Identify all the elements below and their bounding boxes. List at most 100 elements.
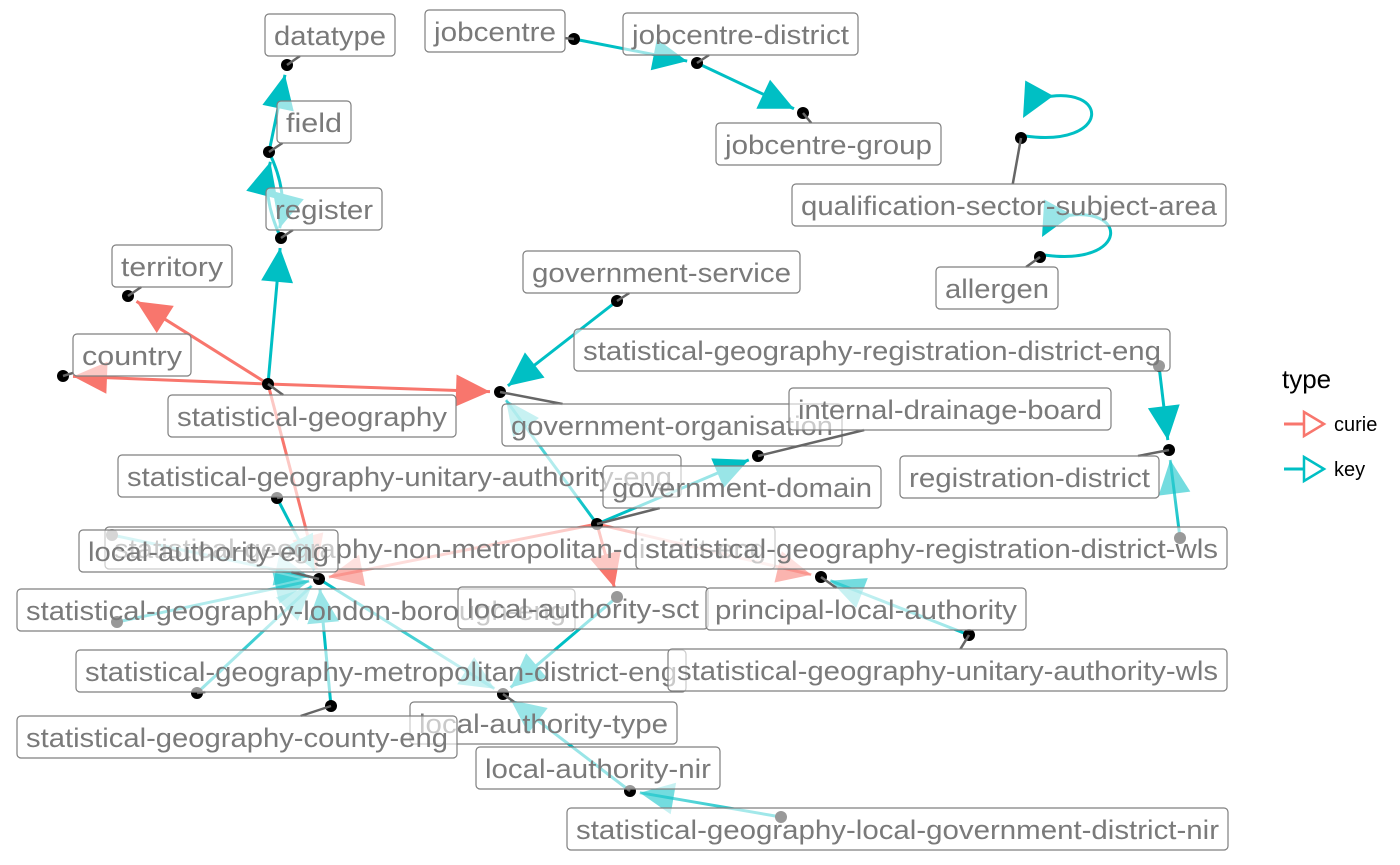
label-box xyxy=(622,12,859,56)
label-local-authority-nir: local-authority-nir xyxy=(475,746,721,790)
edge-statistical-geography-registration-district-wls-to-registration-district xyxy=(1158,459,1191,539)
label-text: principal-local-authority xyxy=(715,595,1018,625)
label-leader xyxy=(802,112,813,124)
label-register: register xyxy=(265,187,383,231)
label-statistical-geography-registration-district-wls: statistical-geography-registration-distr… xyxy=(635,526,1228,570)
legend-title: type xyxy=(1282,364,1331,394)
label-text: statistical-geography-metropolitan-distr… xyxy=(85,657,677,687)
label-box xyxy=(264,13,396,57)
label-box xyxy=(78,529,339,573)
label-box xyxy=(788,387,1112,431)
label-text: statistical-geography-registration-distr… xyxy=(645,534,1218,564)
legend-key-arrow xyxy=(1302,409,1327,439)
label-text: statistical-geography-county-eng xyxy=(26,723,448,753)
label-box xyxy=(475,746,721,790)
label-text: datatype xyxy=(274,21,386,51)
label-text: statistical-geography-local-government-d… xyxy=(576,815,1219,845)
label-leader xyxy=(1137,448,1170,458)
label-box xyxy=(602,465,882,509)
label-leader xyxy=(757,428,865,458)
label-field: field xyxy=(276,100,352,144)
legend-key-arrow xyxy=(1302,454,1327,484)
label-box xyxy=(424,9,566,53)
label-layer: datatype field register jobcentre jobcentre-… xyxy=(16,9,1229,851)
label-box xyxy=(791,183,1227,227)
edge-statistical-geography-to-register xyxy=(261,247,294,385)
label-internal-drainage-board: internal-drainage-board xyxy=(788,387,1112,431)
label-leader xyxy=(280,228,294,240)
label-leader xyxy=(696,53,710,65)
label-statistical-geography-unitary-authority-eng: statistical-geography-unitary-authority-… xyxy=(117,454,682,498)
edge-statistical-geography-to-territory xyxy=(135,300,269,386)
label-text: qualification-sector-subject-area xyxy=(801,191,1218,221)
label-text: country xyxy=(82,341,183,371)
label-text: jobcentre-district xyxy=(631,20,850,50)
label-text: register xyxy=(275,195,373,225)
label-statistical-geography-registration-district-eng: statistical-geography-registration-distr… xyxy=(573,328,1171,372)
label-country: country xyxy=(72,333,192,377)
label-leader xyxy=(820,575,838,590)
label-leader xyxy=(300,704,332,718)
label-jobcentre: jobcentre xyxy=(424,9,566,53)
edge-jobcentre-district-to-jobcentre-group xyxy=(696,61,795,111)
label-text: registration-district xyxy=(909,463,1151,493)
label-datatype: datatype xyxy=(264,13,396,57)
arrow-head xyxy=(455,374,491,407)
label-text: statistical-geography-registration-distr… xyxy=(583,336,1161,366)
label-leader xyxy=(959,634,971,650)
label-text: government-service xyxy=(532,258,791,288)
legend-item-key: key xyxy=(1284,454,1365,484)
label-government-organisation: government-organisation xyxy=(501,403,843,447)
label-leader xyxy=(616,291,630,303)
label-local-authority-sct: local-authority-sct xyxy=(457,586,709,630)
label-text: jobcentre xyxy=(433,17,556,47)
label-statistical-geography-local-government-district-nir: statistical-geography-local-government-d… xyxy=(566,807,1229,851)
legend-item-label: curie xyxy=(1334,414,1377,436)
label-text: local-authority-nir xyxy=(485,754,711,784)
label-leader xyxy=(564,36,575,41)
label-text: territory xyxy=(121,252,224,282)
label-box xyxy=(276,100,352,144)
label-leader xyxy=(1011,137,1023,185)
label-text: government-organisation xyxy=(511,411,833,441)
label-leader xyxy=(62,371,74,378)
label-government-service: government-service xyxy=(522,250,801,294)
label-local-authority-eng: local-authority-eng xyxy=(78,529,339,573)
label-box xyxy=(705,587,1027,631)
label-box xyxy=(573,328,1171,372)
legend-items: curie key xyxy=(1284,409,1377,484)
label-box xyxy=(16,715,458,759)
label-leader xyxy=(286,54,301,67)
label-jobcentre-group: jobcentre-group xyxy=(715,122,942,166)
label-box xyxy=(899,455,1160,499)
label-text: internal-drainage-board xyxy=(798,395,1102,425)
label-box xyxy=(72,333,192,377)
label-leader xyxy=(291,570,320,581)
label-text: statistical-geography-unitary-authority-… xyxy=(127,462,672,492)
label-leader xyxy=(127,285,142,298)
label-text: statistical-geography-unitary-authority-… xyxy=(677,656,1218,686)
edge-government-service-to-government-organisation xyxy=(506,299,618,388)
label-leader xyxy=(1025,255,1041,269)
label-text: statistical-geography xyxy=(177,402,448,432)
arrow-head xyxy=(1158,459,1191,496)
legend-item-label: key xyxy=(1334,459,1365,481)
label-box xyxy=(522,250,801,294)
label-jobcentre-district: jobcentre-district xyxy=(622,12,859,56)
arrow-head xyxy=(756,79,794,109)
label-box xyxy=(715,122,942,166)
legend: type curie key xyxy=(1282,364,1377,484)
label-statistical-geography-unitary-authority-wls: statistical-geography-unitary-authority-… xyxy=(667,648,1228,692)
arrow-head xyxy=(261,247,294,284)
label-leader xyxy=(268,141,284,154)
label-leader xyxy=(499,390,563,406)
label-text: government-domain xyxy=(612,473,872,503)
label-box xyxy=(635,526,1228,570)
label-box xyxy=(935,266,1059,310)
edge-statistical-geography-to-government-organisation xyxy=(267,374,491,407)
edge-loop xyxy=(1024,94,1094,139)
label-leader xyxy=(267,382,284,397)
label-statistical-geography-county-eng: statistical-geography-county-eng xyxy=(16,715,458,759)
arrow-head xyxy=(639,782,677,815)
label-text: allergen xyxy=(945,274,1049,304)
